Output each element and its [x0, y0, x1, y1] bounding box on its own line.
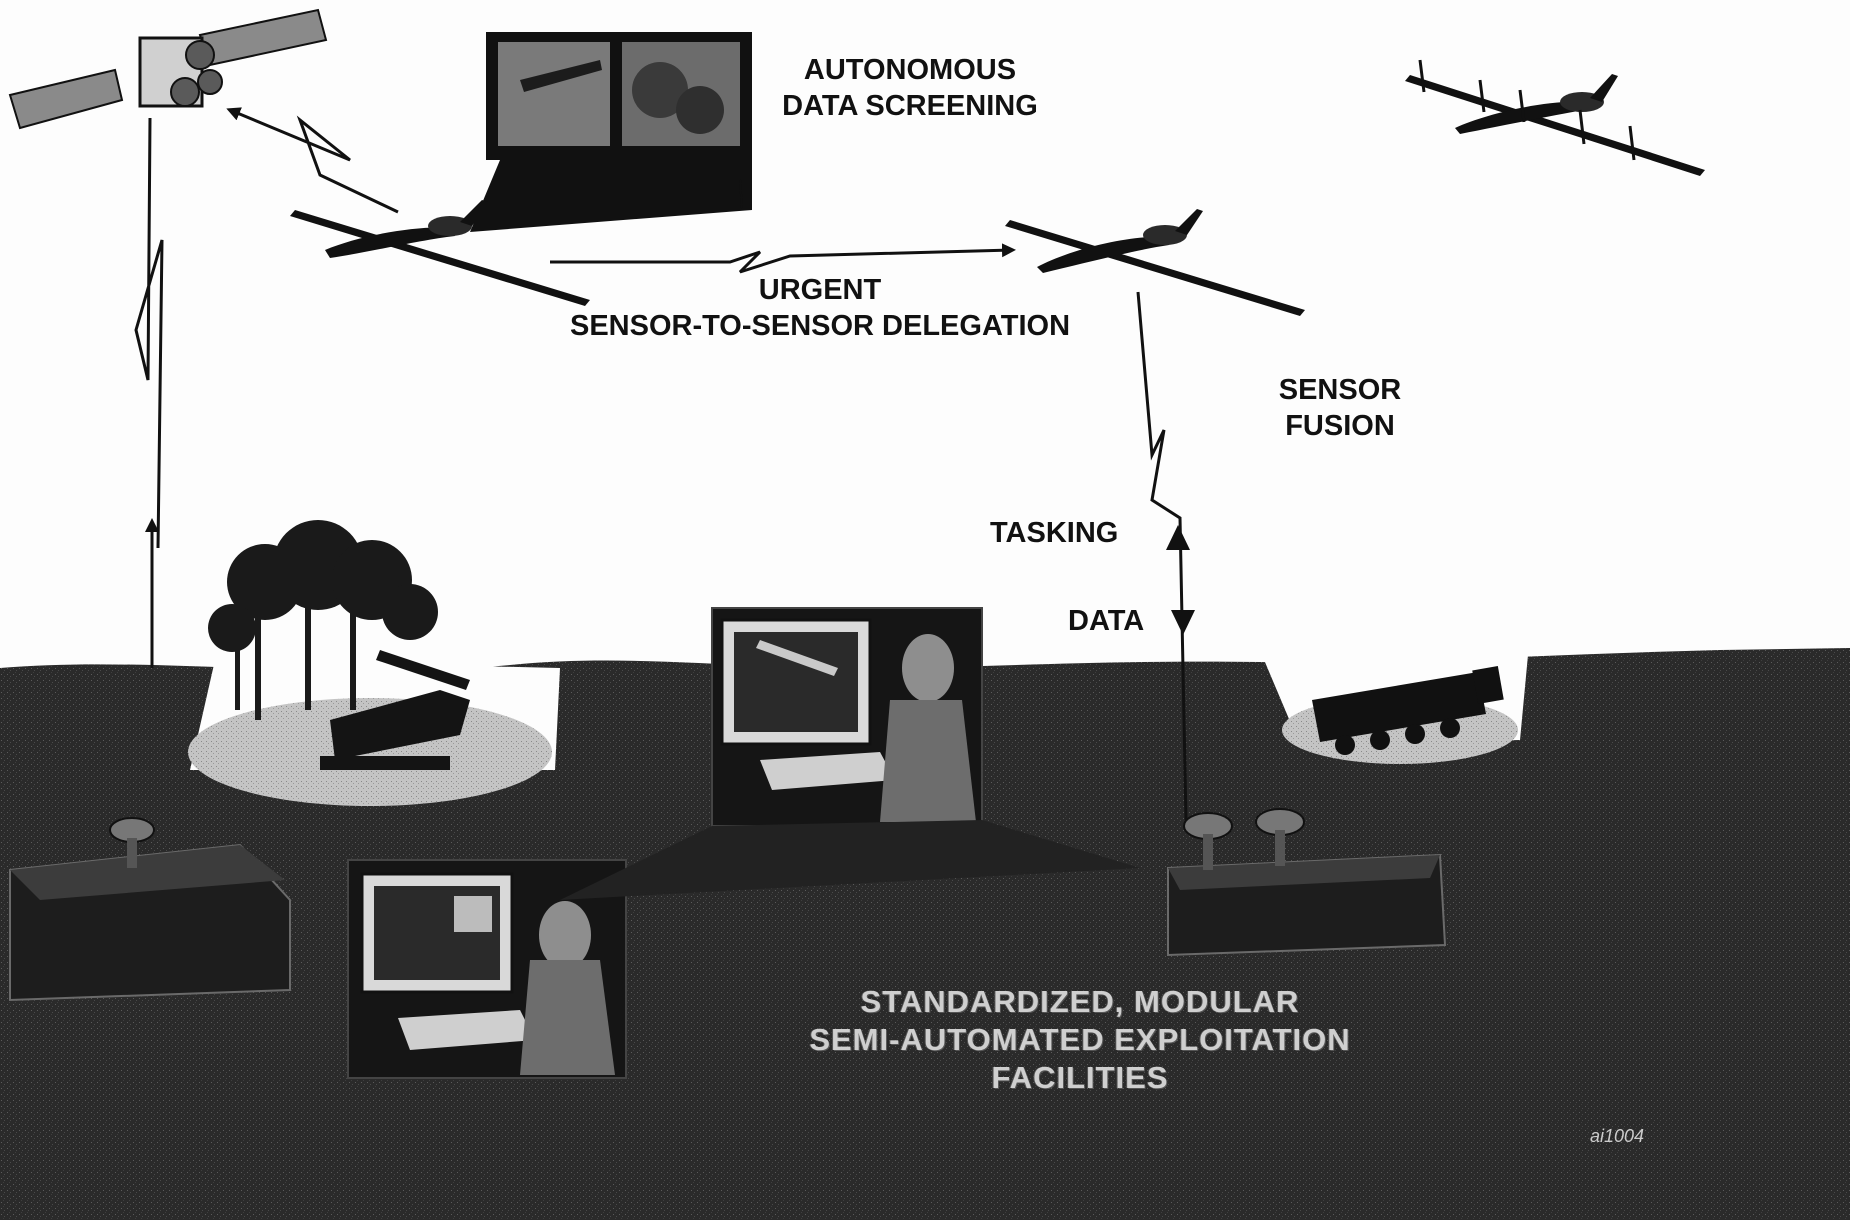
satellite-dish-icon — [1183, 812, 1233, 870]
urgent-line1: URGENT — [758, 274, 882, 306]
ground-station-right — [1167, 808, 1447, 957]
facilities-line3: FACILITIES — [991, 1060, 1169, 1095]
tasking-label: TASKING — [990, 517, 1119, 549]
autonomous-data-screening-label: AUTONOMOUS DATA SCREENING — [740, 52, 1080, 124]
ground-station-left — [9, 817, 291, 1002]
autonomous-line2: DATA SCREENING — [782, 90, 1038, 122]
arrow-icon — [1166, 525, 1190, 550]
autonomous-line1: AUTONOMOUS — [803, 54, 1017, 86]
fusion-line1: SENSOR — [1278, 374, 1402, 406]
uav-aircraft-icon — [290, 200, 590, 306]
lightning-datalink-icon — [226, 107, 399, 214]
uav-aircraft-icon — [1405, 59, 1705, 176]
exploitation-facilities-label: STANDARDIZED, MODULAR SEMI-AUTOMATED EXP… — [770, 983, 1390, 1097]
urgent-line2: SENSOR-TO-SENSOR DELEGATION — [569, 310, 1071, 342]
satellite-icon — [8, 8, 328, 130]
lightning-datalink-icon — [1136, 291, 1188, 821]
lightning-datalink-icon — [134, 117, 164, 549]
screening-display — [470, 32, 752, 232]
uav-aircraft-icon — [1005, 209, 1305, 316]
fusion-line2: FUSION — [1285, 410, 1395, 442]
satellite-dish-icon — [1255, 808, 1305, 866]
workstation-operator-icon — [711, 607, 983, 827]
sensor-fusion-label: SENSOR FUSION — [1230, 372, 1450, 444]
facilities-line2: SEMI-AUTOMATED EXPLOITATION — [809, 1022, 1351, 1057]
terrain-ridge — [560, 820, 1140, 900]
data-label: DATA — [1068, 605, 1145, 637]
missile-launcher-icon — [320, 650, 470, 770]
lightning-datalink-icon — [550, 243, 1016, 274]
trees-icon — [208, 520, 438, 720]
sky-mark — [739, 179, 743, 209]
truck-icon — [1312, 666, 1504, 755]
facilities-line1: STANDARDIZED, MODULAR — [860, 984, 1300, 1019]
figure-mark: ai1004 — [1590, 1126, 1645, 1146]
satellite-dish-icon — [109, 817, 155, 868]
urgent-delegation-label: URGENT SENSOR-TO-SENSOR DELEGATION — [520, 272, 1120, 344]
arrow-icon — [1171, 610, 1195, 635]
